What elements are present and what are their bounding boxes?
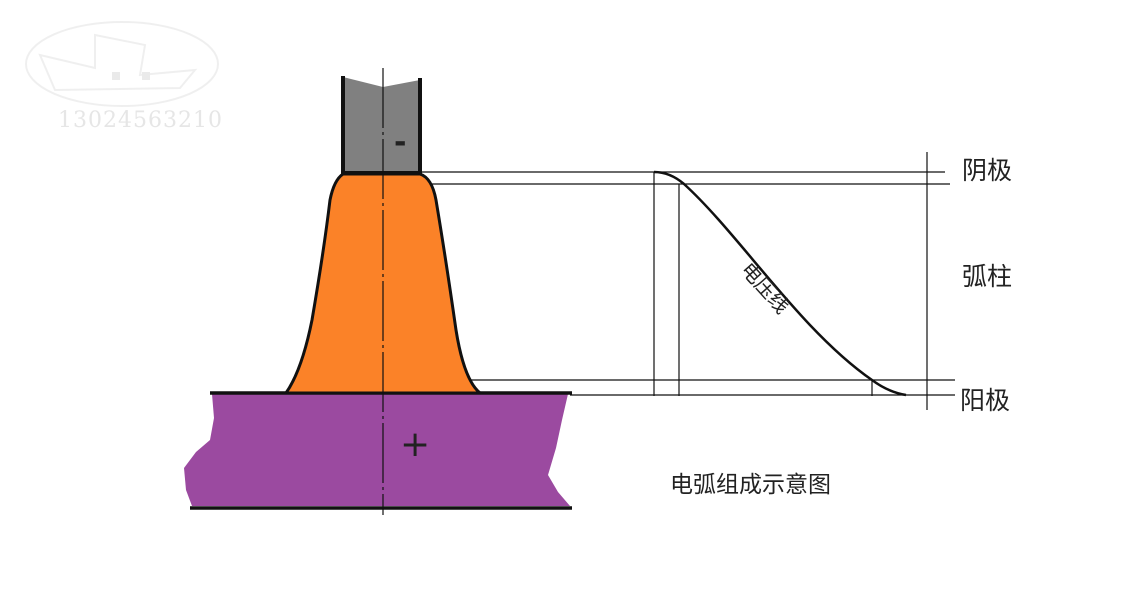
label-arc-column: 弧柱 (962, 262, 1013, 291)
watermark-text: 13024563210 (58, 108, 223, 133)
label-anode: 阳极 (960, 386, 1011, 415)
workpiece-anode (184, 394, 570, 506)
guide-lines (420, 152, 955, 410)
voltage-curve (653, 170, 907, 397)
electrode-sign: - (394, 125, 407, 160)
watermark-logo (25, 21, 219, 107)
workpiece-sign: + (400, 424, 431, 465)
diagram-caption: 电弧组成示意图 (670, 472, 831, 498)
electrode-cathode (343, 77, 420, 173)
label-cathode: 阴极 (962, 156, 1013, 185)
